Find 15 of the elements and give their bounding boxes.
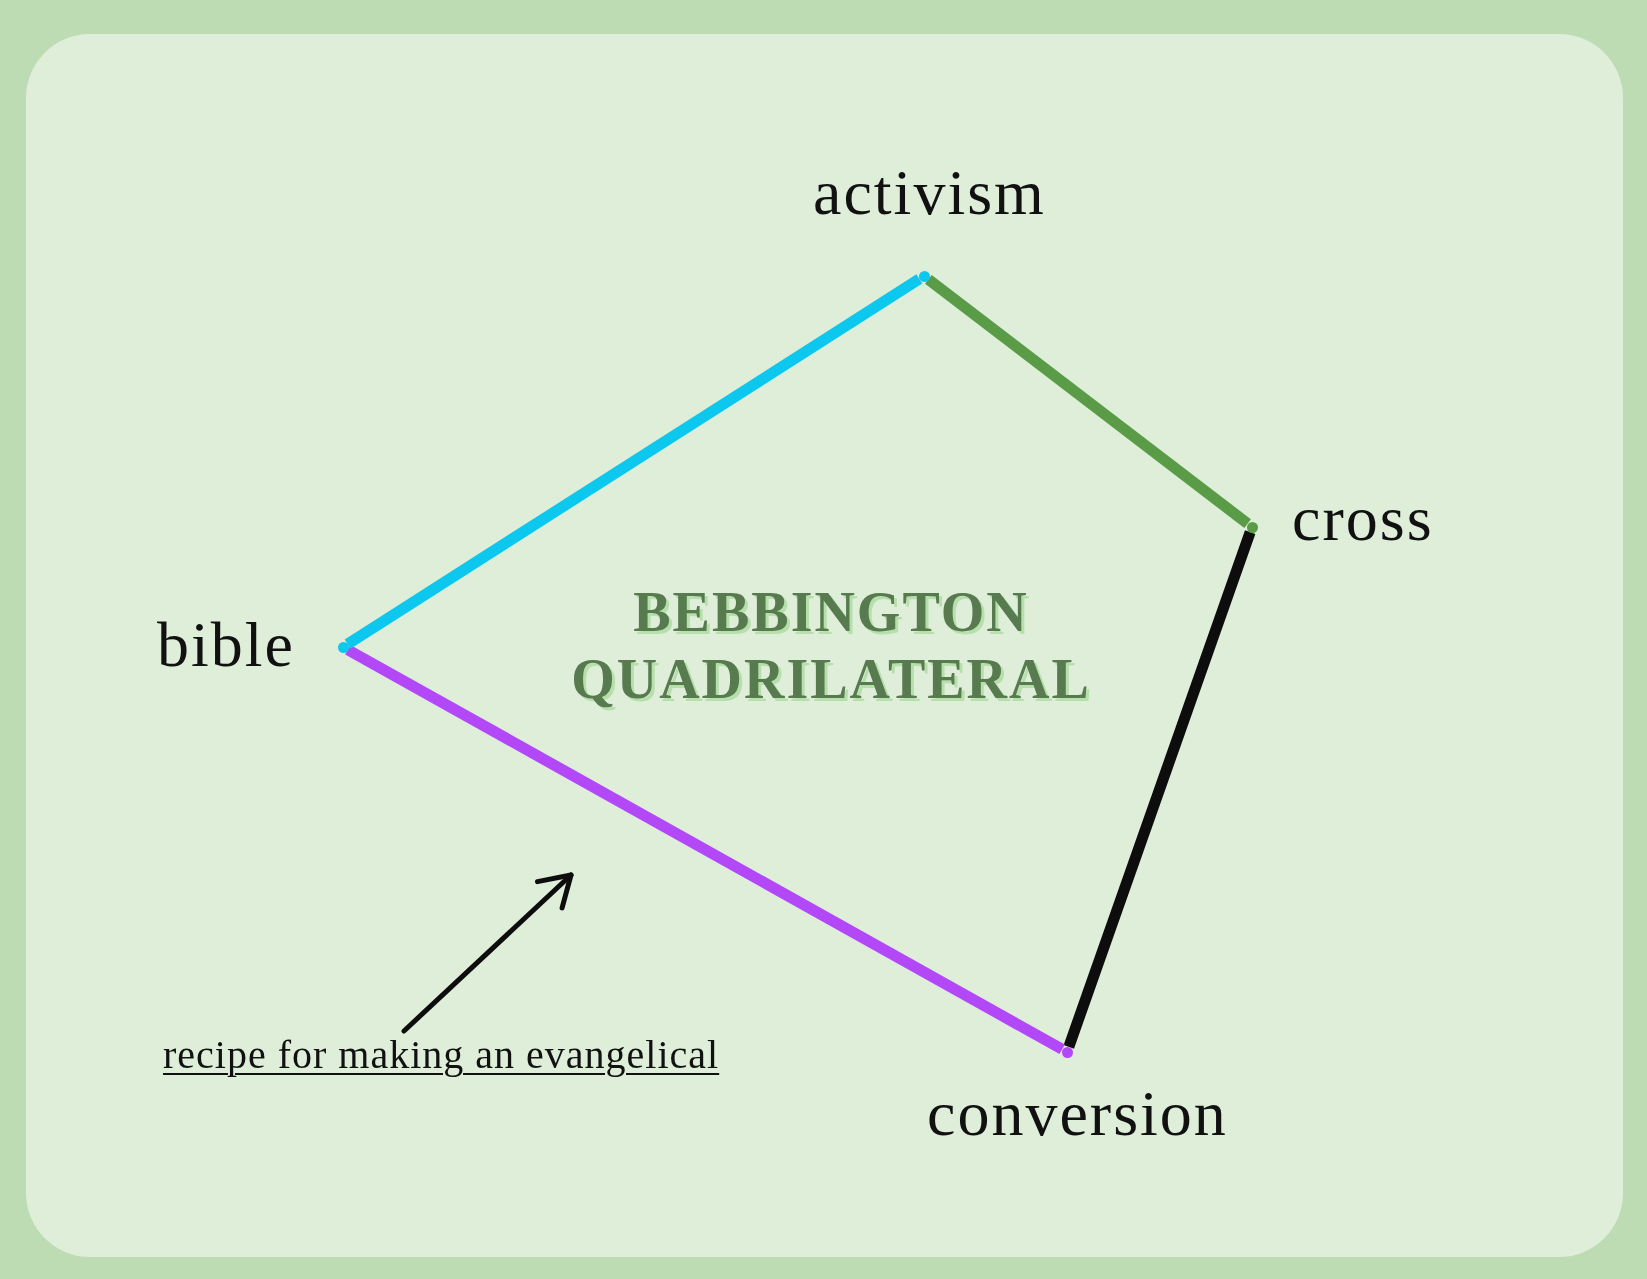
corner-label: bible xyxy=(157,613,295,677)
vertex-dot xyxy=(337,641,349,653)
corner-label: activism xyxy=(813,161,1046,225)
corner-label: cross xyxy=(1292,487,1434,551)
edge-line xyxy=(345,644,1065,1055)
vertex-dot xyxy=(1246,521,1258,533)
vertex-dot xyxy=(1061,1046,1073,1058)
edge-line xyxy=(344,274,923,649)
edge-line xyxy=(1063,530,1256,1049)
edge-line xyxy=(925,274,1251,529)
vertex-dot xyxy=(918,270,930,282)
corner-label: conversion xyxy=(927,1082,1228,1146)
title: BEBBINGTON QUADRILATERAL xyxy=(570,580,1092,712)
arrow xyxy=(401,872,574,1034)
annotation-text: recipe for making an evangelical xyxy=(163,1031,720,1079)
